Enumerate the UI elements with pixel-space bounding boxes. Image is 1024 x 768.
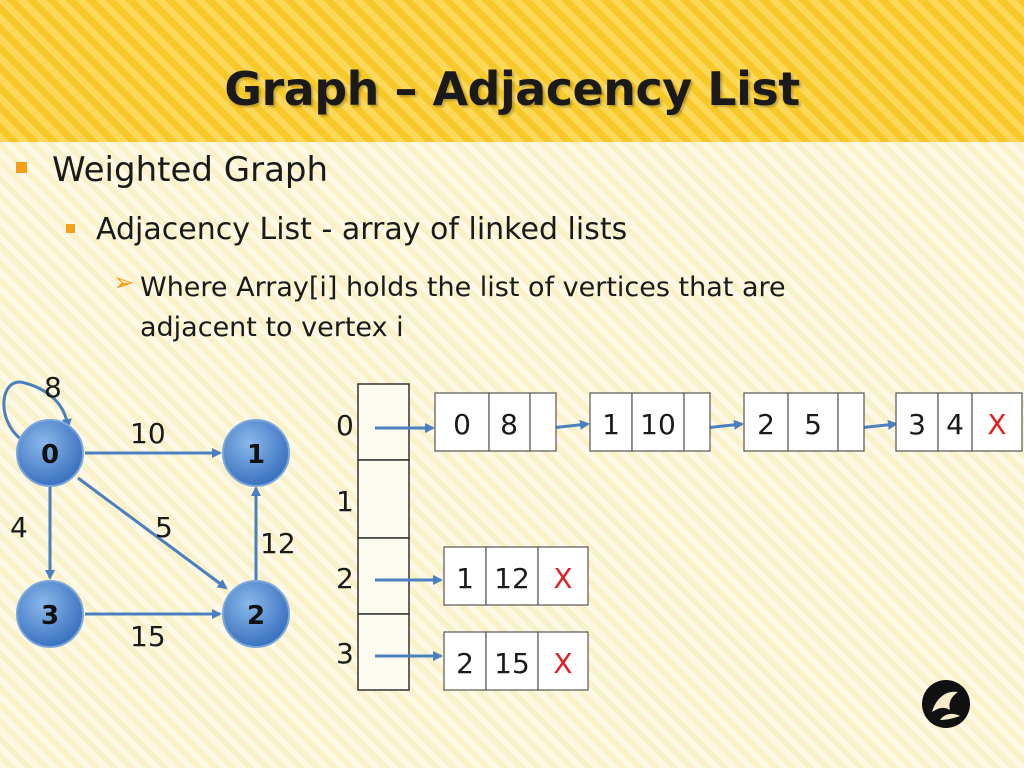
list-vertex: 2	[757, 408, 775, 441]
list-vertex: 3	[908, 408, 926, 441]
list-vertex: 2	[456, 647, 474, 680]
graph-node-2: 2	[222, 580, 290, 648]
array-index-0: 0	[336, 409, 354, 442]
list-node	[895, 392, 1023, 452]
null-pointer: X	[553, 647, 572, 680]
list-weight: 10	[640, 408, 676, 441]
array-index-1: 1	[336, 485, 354, 518]
list-weight: 8	[500, 408, 518, 441]
list-node	[743, 392, 865, 452]
slide-title: Graph – Adjacency List	[224, 62, 800, 116]
list-node	[443, 546, 589, 606]
arrow-bullet-icon: ➢	[113, 268, 135, 298]
graph-node-3: 3	[16, 580, 84, 648]
title-band	[0, 0, 1024, 142]
array-cell-3	[357, 613, 410, 691]
array-cell-1	[357, 459, 410, 539]
adjacency-array	[357, 383, 410, 691]
weight-0-2: 5	[155, 511, 173, 544]
bullet-level3: Where Array[i] holds the list of vertice…	[140, 272, 786, 343]
svg-text:3: 3	[41, 601, 59, 631]
list-weight: 15	[494, 647, 530, 680]
array-index-3: 3	[336, 637, 354, 670]
graph-node-0: 0	[16, 419, 84, 487]
list-vertex: 1	[602, 408, 620, 441]
edge-0-2	[77, 476, 228, 590]
ucf-pegasus-icon	[922, 680, 970, 728]
array-cell-0	[357, 383, 410, 461]
bullet-marker	[16, 162, 27, 173]
weight-3-2: 15	[130, 620, 166, 653]
bullet-level1: Weighted Graph	[52, 150, 329, 190]
self-loop-edge	[2, 380, 72, 442]
list-node	[443, 631, 589, 691]
graph-node-1: 1	[222, 419, 290, 487]
svg-text:0: 0	[41, 440, 59, 470]
list-node	[589, 392, 711, 452]
list-weight: 5	[804, 408, 822, 441]
weight-2-1: 12	[260, 527, 296, 560]
bullet-level2: Adjacency List - array of linked lists	[96, 212, 628, 247]
null-pointer: X	[553, 562, 572, 595]
list-vertex: 1	[456, 562, 474, 595]
weight-0-3: 4	[10, 511, 28, 544]
weight-self-0: 8	[44, 371, 62, 404]
list-vertex: 0	[453, 408, 471, 441]
list-node	[434, 392, 557, 452]
array-index-2: 2	[336, 562, 354, 595]
svg-text:1: 1	[247, 440, 265, 470]
graph-edges	[2, 380, 261, 619]
weight-0-1: 10	[130, 417, 166, 450]
svg-text:2: 2	[247, 601, 265, 631]
list-weight: 12	[494, 562, 530, 595]
list-weight: 4	[946, 408, 964, 441]
bullet-marker	[66, 224, 75, 233]
array-cell-2	[357, 537, 410, 615]
null-pointer: X	[987, 408, 1006, 441]
